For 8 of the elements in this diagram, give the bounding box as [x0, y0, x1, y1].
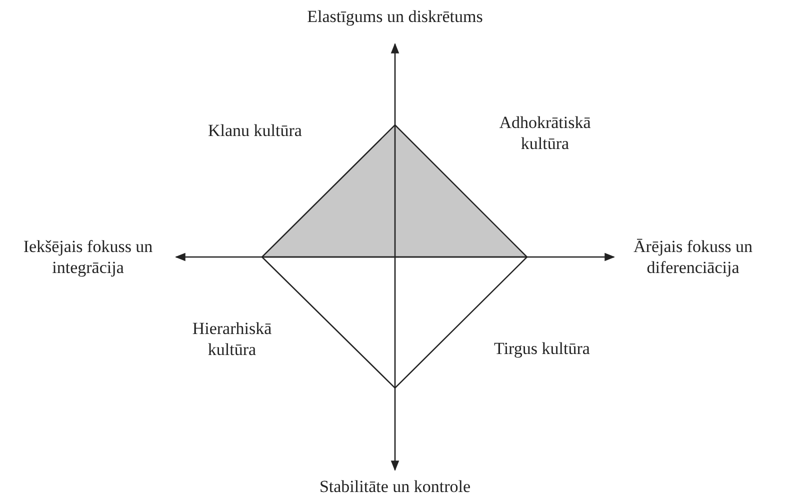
- axis-label: Elastīgums un diskrētums: [306, 6, 484, 27]
- quadrant-label: Tirgus kultūra: [493, 338, 591, 359]
- axis-label: Stabilitāte un kontrole: [318, 476, 472, 497]
- quadrant-label: Hierarhiskā kultūra: [191, 318, 273, 360]
- axis-label: Ārējais fokuss un diferenciācija: [632, 236, 754, 278]
- quadrant-label: Klanu kultūra: [207, 120, 303, 141]
- axis-label: Iekšējais fokuss un integrācija: [22, 236, 154, 278]
- quadrant-label: Adhokrātiskā kultūra: [498, 112, 592, 154]
